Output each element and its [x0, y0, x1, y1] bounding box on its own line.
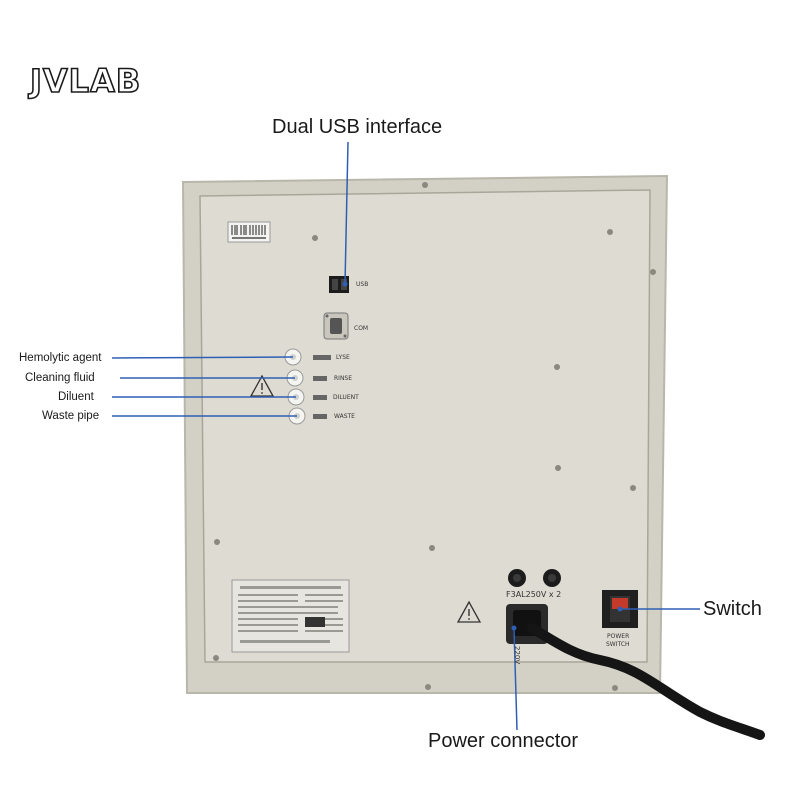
panel-label-usb: USB [356, 281, 369, 288]
callout-dots [342, 281, 623, 631]
panel-label-fuse: F3AL250V x 2 [506, 590, 562, 599]
callout-waste: Waste pipe [42, 410, 100, 422]
panel-label-power: POWER [607, 633, 630, 640]
power-cable [527, 623, 765, 740]
barcode-sticker [227, 221, 271, 243]
panel-label-rinse: RINSE [334, 375, 353, 382]
rear-panel [199, 189, 651, 663]
callout-lines [111, 141, 700, 731]
fuse-holders [508, 569, 561, 587]
chinese-labels [313, 355, 331, 419]
panel-label-diluent: DILUENT [333, 394, 359, 401]
com-port [323, 312, 349, 340]
callout-diluent: Diluent [58, 391, 94, 403]
panel-label-lyse: LYSE [336, 354, 350, 361]
panel-label-com: COM [354, 325, 369, 332]
panel-label-switch: SWITCH [606, 641, 630, 648]
callout-usb: Dual USB interface [272, 116, 443, 138]
callout-cleaning: Cleaning fluid [25, 372, 95, 384]
spec-label-plate [231, 579, 350, 653]
callout-switch: Switch [703, 598, 762, 620]
panel-label-voltage: 220V [513, 646, 521, 665]
warning-icon-power [456, 600, 482, 623]
callout-hemolytic: Hemolytic agent [19, 352, 102, 364]
warning-icon [249, 374, 275, 397]
brand-logo: JVLAB [29, 61, 142, 101]
panel-label-waste: WASTE [334, 413, 355, 420]
fluid-connectors [284, 348, 306, 425]
callout-power: Power connector [428, 730, 579, 752]
